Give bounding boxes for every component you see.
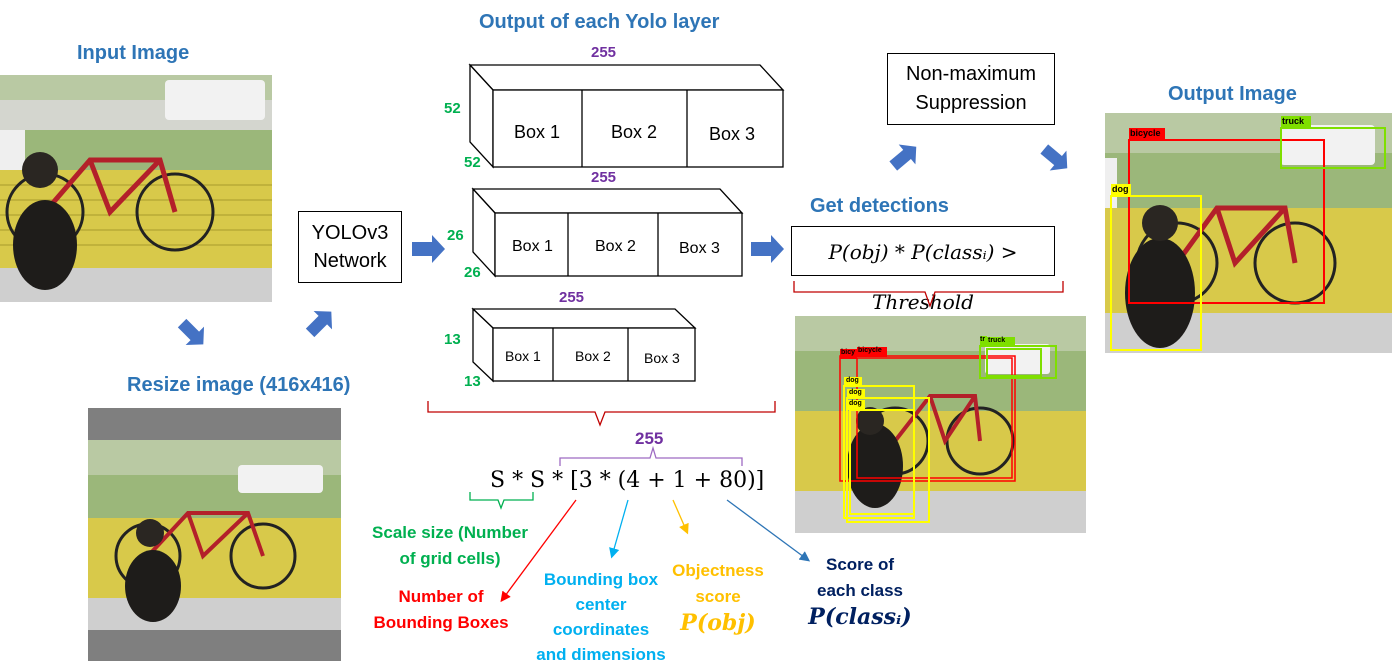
nms-label-line2: Suppression <box>915 92 1027 114</box>
class-score-formula: P(classᵢ) <box>808 604 912 630</box>
nms-label-line1: Non-maximum <box>905 63 1037 85</box>
arrow-detections-to-nms <box>889 144 917 171</box>
out-label-dog: dog <box>1112 184 1129 194</box>
layer-26-cuboid <box>471 187 744 278</box>
bbox-line2: center <box>575 595 627 614</box>
arrow-input-to-resize <box>177 318 205 346</box>
layer-13-box-3: Box 3 <box>644 350 680 366</box>
layer-13-size-top: 13 <box>444 331 461 348</box>
layer-26-box-1: Box 1 <box>512 238 553 255</box>
layer-13-box-2: Box 2 <box>575 348 611 364</box>
scale-size-line2: of grid cells) <box>399 549 501 568</box>
brace-channels <box>559 445 743 466</box>
brace-threshold <box>793 281 1064 308</box>
get-detections-title: Get detections <box>810 195 949 217</box>
output-image-title: Output Image <box>1168 83 1297 105</box>
objectness-label: Objectness score P(obj) <box>668 558 768 636</box>
block-arrows <box>177 144 1068 346</box>
resized-photo <box>88 408 341 661</box>
layer-13-box-1: Box 1 <box>505 348 541 364</box>
num-boxes-line1: Number of <box>398 587 484 606</box>
input-photo <box>0 75 272 302</box>
layer-26-box-3: Box 3 <box>679 240 720 257</box>
class-score-label: Score of each class P(classᵢ) <box>805 552 915 630</box>
network-label-line1: YOLOv3 <box>311 222 389 244</box>
formula-channels: 255 <box>635 429 664 448</box>
num-boxes-label: Number of Bounding Boxes <box>366 584 516 636</box>
layer-26-depth: 255 <box>591 169 617 186</box>
brace-scale <box>469 492 534 510</box>
bbox-line1: Bounding box <box>543 570 659 589</box>
objectness-formula: P(obj) <box>680 610 756 636</box>
bbox-label: Bounding box center coordinates and dime… <box>530 567 672 667</box>
det-label-bicy: bicy <box>841 349 856 356</box>
layer-52-box-1: Box 1 <box>514 122 561 142</box>
detections-photo: bicy bicycle tr truck dog dog dog <box>795 316 1086 533</box>
bbox-line4: and dimensions <box>536 645 666 664</box>
threshold-formula: P(obj) * P(classᵢ) > Threshold <box>828 240 1018 314</box>
arrow-nms-to-output <box>1040 144 1068 171</box>
det-label-dog-1: dog <box>846 377 859 384</box>
network-label-line2: Network <box>313 250 387 272</box>
arrow-layers-to-threshold <box>751 235 784 263</box>
pointer-num-boxes <box>500 499 577 603</box>
layer-52-cuboid <box>468 63 785 169</box>
pointer-bbox <box>609 499 629 559</box>
class-score-line1: Score of <box>825 555 895 574</box>
nms-box: Non-maximum Suppression <box>887 53 1055 125</box>
layer-52-box-3: Box 3 <box>709 124 756 144</box>
out-label-bicycle: bicycle <box>1130 128 1161 138</box>
input-image-title: Input Image <box>77 42 190 64</box>
class-score-line2: each class <box>816 581 903 600</box>
out-label-truck: truck <box>1282 116 1305 126</box>
arrow-resize-to-network <box>305 310 333 338</box>
layer-26-size-top: 26 <box>447 227 464 244</box>
layer-52-size-bottom: 52 <box>464 154 481 171</box>
det-label-dog-3: dog <box>849 400 862 407</box>
brace-layers <box>427 401 776 427</box>
layer-52-size-top: 52 <box>444 100 461 117</box>
formula-text: S * S * [3 * (4 + 1 + 80)] <box>490 468 765 493</box>
pointer-class-score <box>726 499 811 562</box>
output-photo: bicycle truck dog <box>1105 113 1392 353</box>
pointer-objectness <box>672 499 689 535</box>
layer-13-cuboid <box>471 307 697 383</box>
bbox-line3: coordinates <box>552 620 650 639</box>
objectness-line1: Objectness <box>672 561 764 580</box>
det-label-truck: truck <box>988 337 1006 344</box>
scale-size-label: Scale size (Number of grid cells) <box>360 520 540 572</box>
det-label-tr: tr <box>980 336 986 343</box>
threshold-formula-box: P(obj) * P(classᵢ) > Threshold <box>791 226 1055 314</box>
scale-size-line1: Scale size (Number <box>372 523 528 542</box>
layer-26-box-2: Box 2 <box>595 238 636 255</box>
layer-52-box-2: Box 2 <box>611 122 658 142</box>
det-label-dog-2: dog <box>849 389 862 396</box>
layer-52-depth: 255 <box>591 44 617 61</box>
layer-13-depth: 255 <box>559 289 585 306</box>
yolov3-network-box: YOLOv3 Network <box>298 211 402 283</box>
resize-image-title: Resize image (416x416) <box>127 374 351 396</box>
objectness-line2: score <box>695 587 741 606</box>
layer-26-size-bottom: 26 <box>464 264 481 281</box>
det-label-bicycle: bicycle <box>858 347 882 354</box>
arrow-network-to-layers <box>412 235 445 263</box>
layer-13-size-bottom: 13 <box>464 373 481 390</box>
yolo-layer-output-title: Output of each Yolo layer <box>479 11 720 33</box>
num-boxes-line2: Bounding Boxes <box>373 613 509 632</box>
